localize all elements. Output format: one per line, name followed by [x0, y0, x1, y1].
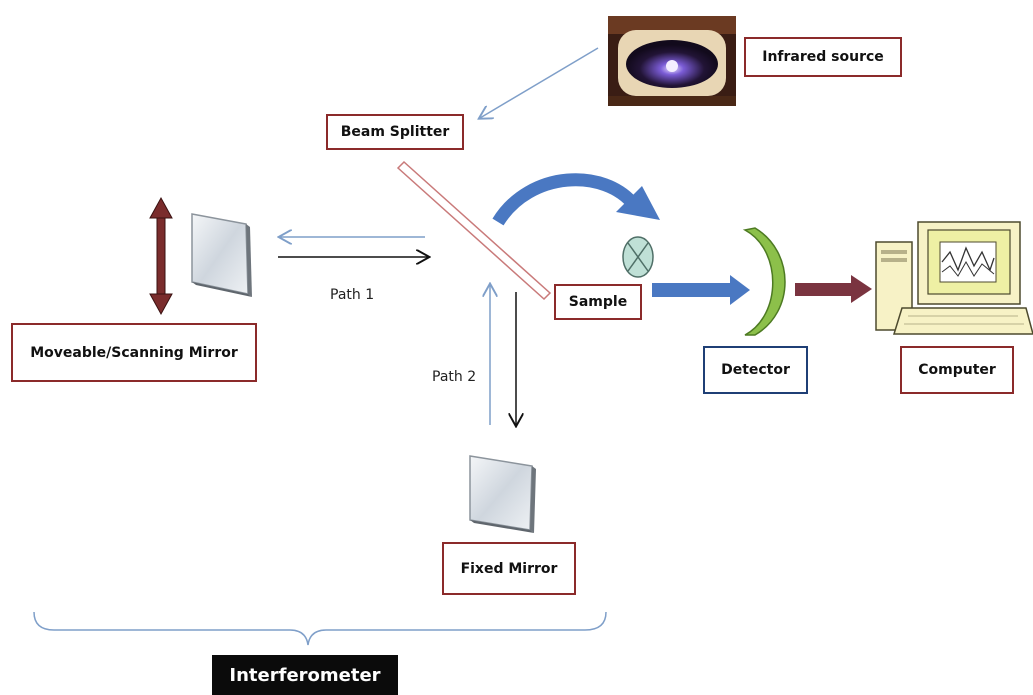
sample-icon — [622, 236, 654, 278]
path2-label: Path 2 — [432, 369, 477, 385]
infrared-source-image — [608, 16, 736, 106]
detector-icon — [742, 227, 786, 336]
moveable-mirror-label: Moveable/Scanning Mirror — [11, 323, 257, 382]
double-arrow-icon — [149, 196, 173, 316]
interferometer-brace — [33, 611, 607, 646]
moveable-mirror — [191, 213, 252, 297]
curved-beam-arrow — [492, 173, 660, 226]
interferometer-label: Interferometer — [212, 655, 398, 695]
fixed-mirror-label: Fixed Mirror — [442, 542, 576, 595]
computer-label: Computer — [900, 346, 1014, 394]
detector-to-computer-arrow — [795, 275, 872, 303]
beam-splitter-plate — [396, 160, 552, 301]
infrared-source-label: Infrared source — [744, 37, 902, 77]
computer-icon — [875, 221, 1033, 335]
sample-label: Sample — [554, 284, 642, 320]
source-beam-arrow — [480, 47, 599, 118]
beam-splitter-label: Beam Splitter — [326, 114, 464, 150]
fixed-mirror — [469, 455, 536, 533]
sample-to-detector-arrow — [652, 275, 750, 305]
path1-label: Path 1 — [330, 287, 375, 303]
detector-label: Detector — [703, 346, 808, 394]
